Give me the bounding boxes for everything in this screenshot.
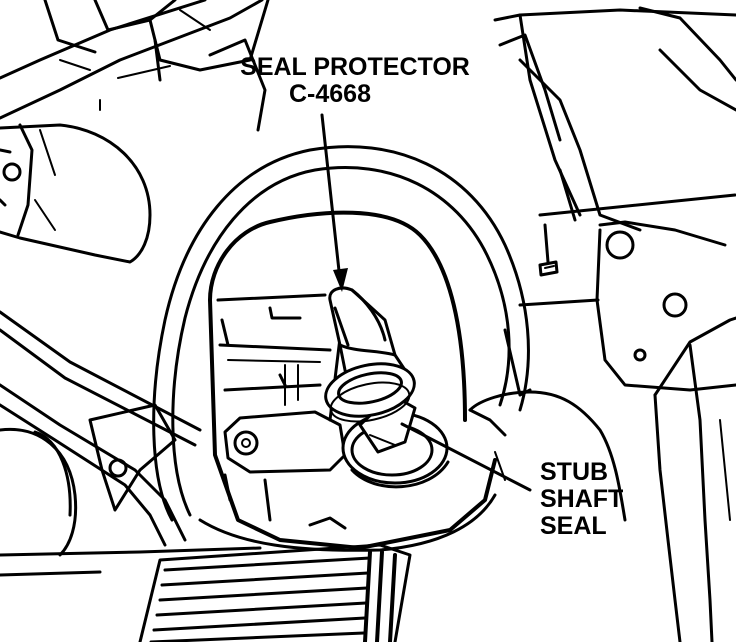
- stub-shaft-seal-leader: [400, 422, 532, 492]
- left-mount-bracket: [0, 123, 152, 264]
- stub-shaft-seal-label-line3: SEAL: [540, 512, 607, 540]
- right-frame-upper: [493, 6, 736, 232]
- housing-outer-ring: [152, 145, 530, 552]
- right-rail: [653, 316, 736, 642]
- case-cavity: [216, 293, 342, 422]
- stub-shaft: [358, 393, 417, 454]
- seal-protector-tool: [324, 286, 416, 423]
- seal-protector-label-line2: C-4668: [289, 80, 371, 108]
- engine-block-top-left: [0, 0, 270, 132]
- radiator-core: [138, 543, 412, 642]
- bolt-boss: [223, 410, 347, 530]
- seal-protector-label-line1: SEAL PROTECTOR: [240, 53, 470, 81]
- stub-shaft-seal-label-line1: STUB: [540, 458, 608, 486]
- right-bracket-plate: [503, 193, 736, 397]
- stub-shaft-seal-label: STUB SHAFT SEAL: [540, 458, 623, 540]
- seal-protector-leader: [320, 113, 348, 292]
- stub-shaft-seal-label-line2: SHAFT: [540, 485, 623, 513]
- seal-protector-label: SEAL PROTECTOR C-4668: [240, 53, 470, 108]
